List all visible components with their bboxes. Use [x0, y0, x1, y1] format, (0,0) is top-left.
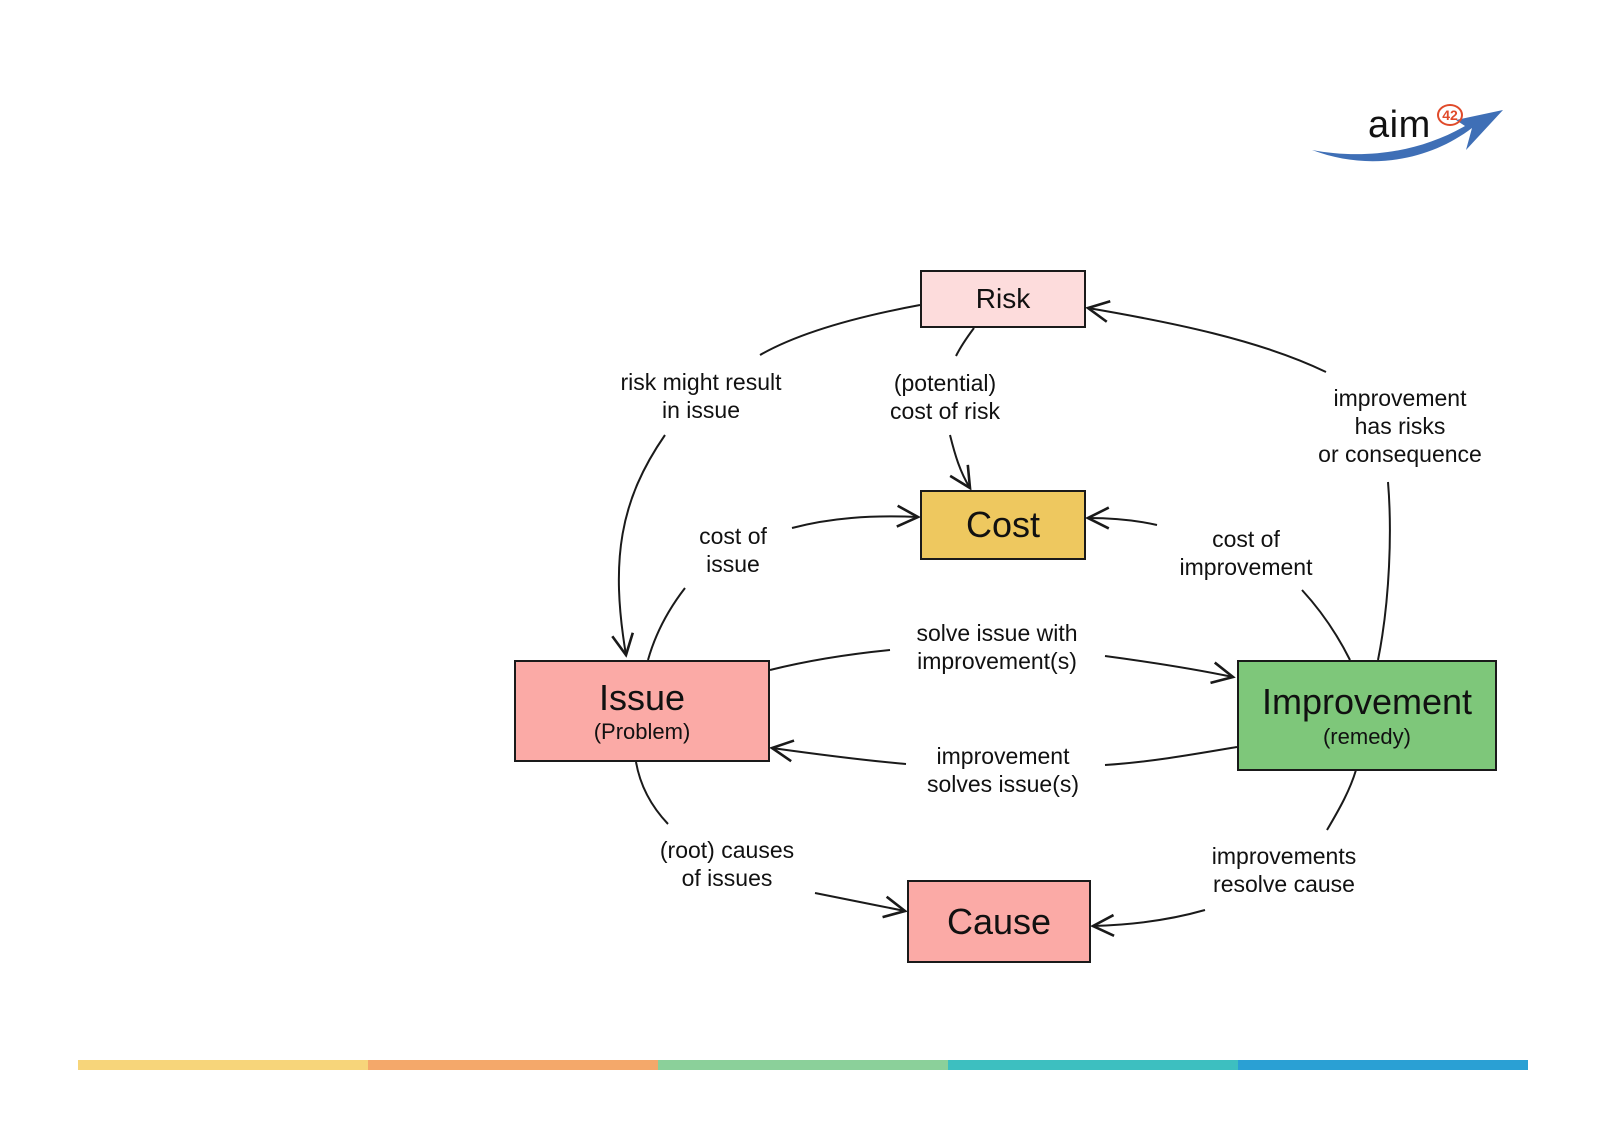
edge-risk-cost-a [955, 327, 975, 357]
node-issue-title: Issue [598, 676, 686, 718]
edge-issue-cause-b [814, 892, 905, 911]
logo-arrow-icon [1312, 110, 1503, 162]
edge-improvement-risk-b [1088, 308, 1327, 373]
node-cost-title: Cost [965, 504, 1041, 546]
footer-bar-segment [1238, 1060, 1528, 1070]
edge-risk-issue-a [759, 304, 921, 356]
edge-improvement-issue-b [772, 748, 907, 765]
footer-bar-segment [368, 1060, 658, 1070]
node-issue[interactable]: Issue (Problem) [514, 660, 770, 762]
node-cause[interactable]: Cause [907, 880, 1091, 963]
edge-issue-cost-a [647, 587, 686, 661]
node-risk-title: Risk [975, 283, 1031, 315]
footer-bar-segment [658, 1060, 948, 1070]
logo-badge: 42 [1437, 104, 1463, 126]
edge-improvement-risk-a [1377, 481, 1391, 661]
footer-bar-segment [948, 1060, 1238, 1070]
node-risk[interactable]: Risk [920, 270, 1086, 328]
node-cost[interactable]: Cost [920, 490, 1086, 560]
logo-text: aim [1368, 104, 1431, 146]
node-improvement-title: Improvement [1261, 681, 1473, 723]
edge-label-risk-cost: (potential)cost of risk [890, 370, 1000, 424]
edge-improvement-cost-b [1088, 518, 1158, 525]
edge-issue-improvement-a [769, 649, 891, 671]
edge-improvement-cost-a [1301, 589, 1351, 661]
edge-improvement-issue-a [1104, 746, 1238, 766]
node-improvement-subtitle: (remedy) [1322, 723, 1411, 749]
edge-improvement-cause-a [1326, 769, 1357, 831]
edge-improvement-cause-b [1093, 909, 1206, 926]
footer-color-bar [78, 1060, 1528, 1070]
node-issue-subtitle: (Problem) [593, 719, 691, 745]
footer-bar-segment [78, 1060, 368, 1070]
edge-risk-cost-b [949, 434, 970, 488]
edge-issue-improvement-b [1104, 655, 1233, 677]
edge-issue-cause-a [635, 761, 669, 825]
edge-issue-cost-b [791, 516, 918, 529]
node-improvement[interactable]: Improvement (remedy) [1237, 660, 1497, 771]
edge-risk-issue-b [619, 434, 666, 655]
node-cause-title: Cause [946, 900, 1052, 942]
